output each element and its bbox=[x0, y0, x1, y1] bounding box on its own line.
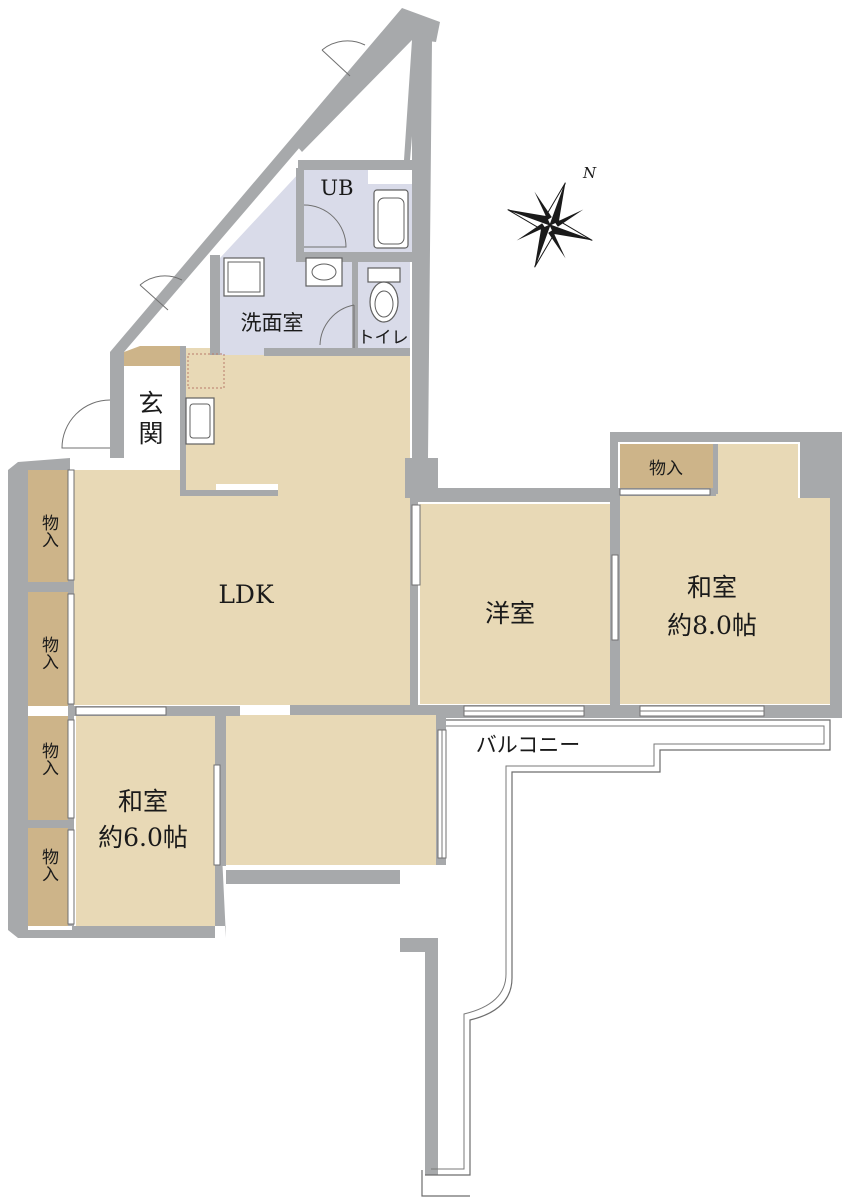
closet-left-1 bbox=[28, 470, 68, 582]
compass-rose bbox=[507, 182, 593, 268]
floors bbox=[28, 170, 830, 926]
label-washitsu-8: 和室 bbox=[687, 573, 737, 602]
compass-north-label: N bbox=[582, 164, 597, 182]
label-balcony: バルコニー bbox=[476, 733, 581, 757]
closet-washitsu8 bbox=[620, 444, 713, 490]
label-ub: UB bbox=[320, 176, 353, 200]
label-toilet: トイレ bbox=[358, 328, 409, 348]
label-closet-left-3: 物入 bbox=[38, 742, 59, 776]
senmenshitsu-floor bbox=[220, 172, 352, 355]
genkan-floor bbox=[124, 366, 180, 470]
label-washitsu-6: 和室 bbox=[118, 787, 168, 816]
windows bbox=[67, 469, 765, 925]
closet-left-4 bbox=[28, 828, 68, 926]
closet-left-2 bbox=[28, 592, 68, 706]
entrance-door-swing bbox=[61, 399, 111, 449]
ub-floor bbox=[304, 170, 368, 252]
youshitsu-floor bbox=[420, 504, 610, 704]
label-washitsu-8-size: 約8.0帖 bbox=[667, 611, 757, 640]
closet-left-3 bbox=[28, 716, 68, 820]
label-youshitsu: 洋室 bbox=[485, 599, 535, 628]
label-genkan-2: 関 bbox=[138, 419, 163, 448]
label-closet-left-4: 物入 bbox=[38, 848, 59, 882]
fixtures bbox=[185, 189, 409, 445]
label-closet-left-1: 物入 bbox=[38, 514, 59, 548]
doors bbox=[61, 40, 366, 449]
label-ldk: LDK bbox=[218, 580, 275, 609]
balcony bbox=[421, 719, 831, 1197]
label-closet-left-2: 物入 bbox=[38, 636, 59, 670]
labels: LDK 洋室 和室 約8.0帖 和室 約6.0帖 洗面室 トイレ UB 玄 関 … bbox=[38, 176, 757, 882]
ldk-lower-floor bbox=[226, 715, 436, 865]
washitsu-8-floor bbox=[620, 444, 830, 704]
washitsu-6-floor bbox=[76, 716, 215, 926]
label-genkan-1: 玄 bbox=[138, 389, 163, 418]
label-washitsu-6-size: 約6.0帖 bbox=[98, 823, 188, 852]
label-closet-washitsu8: 物入 bbox=[649, 459, 683, 479]
label-senmenshitsu: 洗面室 bbox=[241, 311, 304, 335]
ldk-floor bbox=[72, 355, 410, 705]
